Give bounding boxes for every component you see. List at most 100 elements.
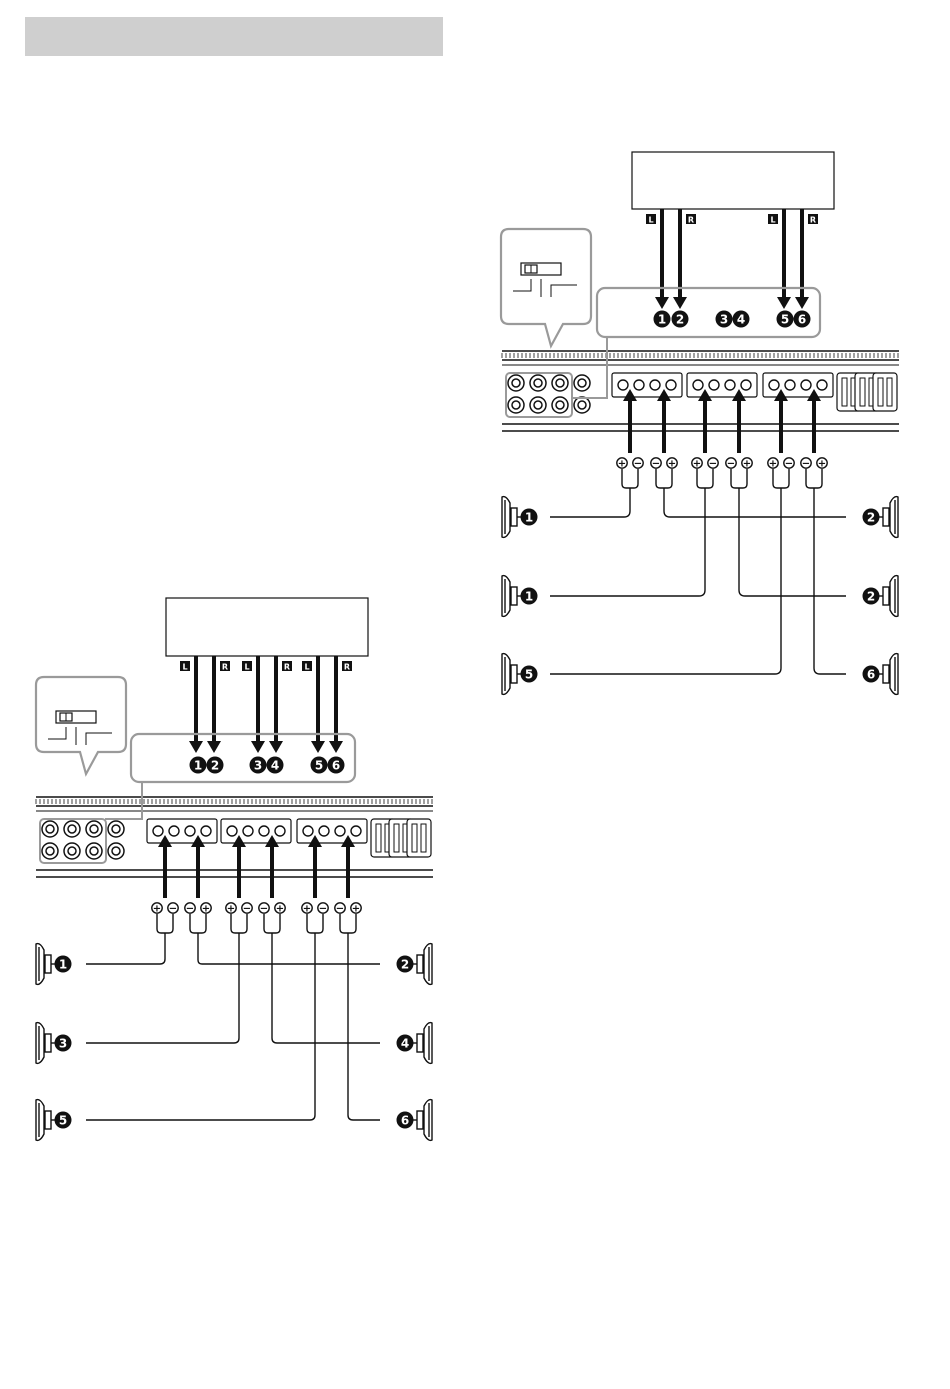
terminal-polarity-2-sign: − [186, 904, 194, 915]
speaker-cone [36, 1100, 44, 1141]
speaker-icon [36, 944, 56, 985]
speaker-wire-3 [731, 469, 747, 488]
speaker-wire-1 [656, 469, 672, 488]
speaker-right-badge-1-text: 2 [867, 590, 875, 604]
rca-jack-icon-inner [578, 401, 586, 409]
speaker-magnet [45, 1111, 51, 1129]
input-label-4-text: L [304, 663, 309, 672]
speaker-cone [36, 944, 44, 985]
speaker-right-badge-0-text: 2 [867, 511, 875, 525]
input-label-2-text: L [770, 216, 775, 225]
input-label-3-text: R [810, 216, 816, 225]
rca-jack-icon-inner [534, 401, 542, 409]
speaker-terminal-icon [185, 826, 195, 836]
terminal-polarity-6-sign: − [260, 904, 268, 915]
callout-connector [105, 782, 142, 819]
speaker-wire-6 [550, 488, 630, 517]
terminal-polarity-0-sign: + [153, 904, 161, 915]
speaker-wire-9 [739, 488, 846, 596]
input-arrow-2-head [251, 741, 265, 753]
rca-jack-icon-inner [512, 401, 520, 409]
speaker-terminal-icon [169, 826, 179, 836]
speaker-magnet [417, 1034, 423, 1052]
speaker-wire-11 [348, 933, 380, 1120]
rca-jack-icon-inner [556, 401, 564, 409]
input-label-0-text: L [182, 663, 187, 672]
speaker-icon [502, 497, 522, 538]
rca-jack-icon-inner [68, 825, 76, 833]
terminal-polarity-7-sign: + [743, 459, 751, 470]
speaker-terminal-icon [303, 826, 313, 836]
speaker-icon [878, 654, 898, 695]
amplifier-panel [36, 782, 433, 877]
speaker-terminal-icon [275, 826, 285, 836]
terminal-polarity-0-sign: + [618, 459, 626, 470]
channel-badge-4-text: 5 [781, 313, 789, 327]
terminal-polarity-11-sign: + [352, 904, 360, 915]
channel-badge-2-text: 3 [720, 313, 728, 327]
speaker-wire-3 [264, 914, 280, 933]
speaker-terminal-icon [634, 380, 644, 390]
input-arrow-1-head [207, 741, 221, 753]
speaker-left-badge-1-text: 1 [525, 590, 533, 604]
rca-jack-icon-inner [112, 825, 120, 833]
speaker-icon [36, 1100, 56, 1141]
speaker-wire-9 [272, 933, 380, 1043]
channel-badge-5-text: 6 [332, 759, 340, 773]
terminal-polarity-9-sign: − [319, 904, 327, 915]
terminal-polarity-1-sign: − [169, 904, 177, 915]
speaker-wire-5 [340, 914, 356, 933]
speaker-cone [424, 944, 432, 985]
speaker-cone [502, 497, 510, 538]
speaker-terminal-icon [709, 380, 719, 390]
speaker-terminal-icon [227, 826, 237, 836]
speaker-icon [412, 944, 432, 985]
speaker-left-badge-0-text: 1 [525, 511, 533, 525]
channel-badge-1-text: 2 [676, 313, 684, 327]
speaker-terminal-icon [201, 826, 211, 836]
terminal-polarity-8-sign: + [769, 459, 777, 470]
speaker-cone [36, 1023, 44, 1064]
input-label-3-text: R [284, 663, 290, 672]
speaker-terminal-icon [618, 380, 628, 390]
rca-jack-icon-inner [556, 379, 564, 387]
terminal-polarity-3-sign: + [202, 904, 210, 915]
speaker-wire-2 [231, 914, 247, 933]
speaker-terminal-icon [351, 826, 361, 836]
speaker-left-badge-2-text: 5 [59, 1114, 67, 1128]
speaker-wire-4 [307, 914, 323, 933]
input-arrow-5-head [329, 741, 343, 753]
speaker-magnet [511, 587, 517, 605]
input-arrow-1-head [673, 297, 687, 309]
terminal-polarity-11-sign: + [818, 459, 826, 470]
speaker-wire-6 [86, 933, 165, 964]
channel-badge-0-text: 1 [194, 759, 202, 773]
terminal-polarity-4-sign: + [227, 904, 235, 915]
channel-badge-3-text: 4 [271, 759, 279, 773]
input-label-0-text: L [648, 216, 653, 225]
speaker-magnet [883, 665, 889, 683]
speaker-terminal-icon [153, 826, 163, 836]
switch-callout-bubble [36, 677, 126, 774]
amplifier-panel [502, 337, 899, 431]
speaker-cone [890, 576, 898, 617]
speaker-wire-5 [806, 469, 822, 488]
speaker-terminal-icon [801, 380, 811, 390]
speaker-cone [424, 1023, 432, 1064]
speaker-magnet [417, 955, 423, 973]
speaker-wire-10 [86, 933, 315, 1120]
input-arrow-2-head [777, 297, 791, 309]
speaker-terminal-icon [725, 380, 735, 390]
channel-badge-0-text: 1 [658, 313, 666, 327]
speaker-wire-8 [86, 933, 239, 1043]
speaker-icon [878, 576, 898, 617]
input-arrow-0-head [189, 741, 203, 753]
terminal-polarity-9-sign: − [785, 459, 793, 470]
input-arrow-3-head [795, 297, 809, 309]
speaker-terminal-icon [817, 380, 827, 390]
speaker-magnet [883, 587, 889, 605]
speaker-magnet [511, 508, 517, 526]
fuse-slot [421, 824, 426, 852]
speaker-cone [890, 497, 898, 538]
speaker-right-badge-2-text: 6 [867, 668, 875, 682]
